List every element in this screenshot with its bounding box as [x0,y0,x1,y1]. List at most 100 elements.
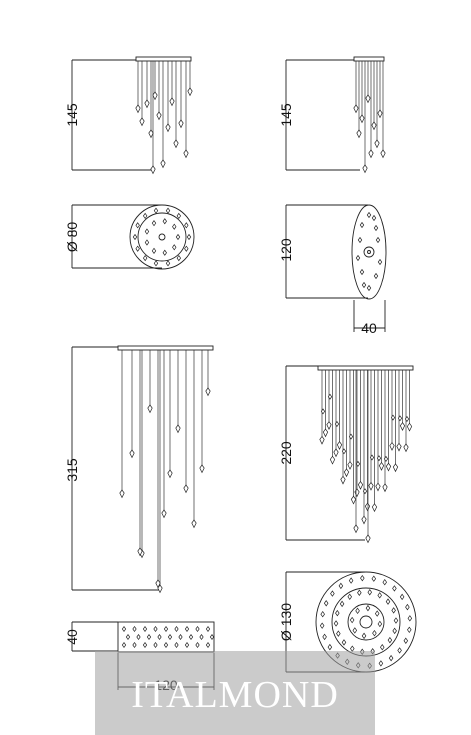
crystal-drop [174,641,179,649]
crystal-drop [157,633,162,641]
crystal-drop [371,575,377,582]
crystal-drop [355,607,360,615]
crystal-drop [153,641,158,649]
crystal-drop [334,420,340,428]
crystal-drop [377,258,383,266]
crystal-drop [326,421,332,430]
crystal-drop [121,625,127,633]
crystal-drop [385,462,392,472]
crystal-drop [330,590,335,597]
crystal-drop [382,578,387,586]
crystal-drop [165,123,171,133]
round-side-height-label: 220 [278,441,294,465]
crystal-drop [199,464,205,474]
small-side-pendants [135,61,193,175]
crystal-drop [199,633,204,641]
inner-ring [137,212,187,262]
crystal-drop [359,268,365,276]
crystal-drop [147,404,153,414]
crystal-drop [365,94,371,104]
crystal-drop [371,121,377,131]
crystal-drop [388,654,394,662]
oval-plan-length-label: 120 [278,238,294,262]
crystal-drop [165,207,171,214]
crystal-drop [144,99,150,109]
crystal-drop [320,610,325,618]
crystal-drop [183,484,189,494]
crystal-drop [178,633,183,641]
crystal-drop [327,643,333,651]
crystal-drop [369,454,375,461]
crystal-drop [195,641,200,649]
crystal-drop [160,159,166,169]
crystal-drop [374,139,380,149]
crystal-drop [146,633,152,641]
crystal-drop [172,244,177,251]
crystal-drop [336,441,343,450]
crystal-drop [176,212,182,220]
crystal-drop [359,221,365,229]
crystal-drop [355,460,361,467]
crystal-drop [371,214,377,222]
middle-ring [331,587,401,657]
crystal-drop [135,104,141,114]
crystal-drop [186,233,192,241]
center-dot [367,250,371,254]
crystal-drop [356,129,362,139]
oval-plan-view: 120 40 [278,204,387,336]
long-plan-crystals [121,625,215,649]
crystal-drop [399,593,405,601]
crystal-drop [191,519,197,529]
crystal-drop [176,254,182,262]
crystal-drop [175,424,181,434]
crystal-drop [205,641,211,649]
oval-plan-crystals [355,211,383,292]
crystal-drop [169,97,175,107]
long-side-height-label: 315 [64,458,80,482]
crystal-drop [327,393,333,400]
crystal-drop [172,223,177,230]
crystal-drop [377,109,383,119]
crystal-drop [380,149,386,159]
crystal-drop [365,604,371,612]
crystal-drop [142,212,148,220]
crystal-drop [367,589,373,596]
crystal-drop [347,593,352,600]
crystal-drop [150,165,156,175]
crystal-drop [387,636,393,644]
small-side-height-label: 145 [64,103,80,127]
crystal-drop [153,207,159,214]
crystal-drop [142,625,148,633]
crystal-drop [341,639,347,646]
crystal-drop [354,488,360,498]
crystal-drop [339,600,345,608]
crystal-drop [366,284,372,292]
crystal-drop [348,433,354,440]
crystal-drop [209,633,215,641]
crystal-drop [178,119,184,129]
crystal-drop [205,387,211,397]
crystal-drop [184,625,190,633]
crystal-drop [377,592,382,599]
crystal-drop [184,245,189,252]
crystal-drop [347,461,353,470]
crystal-drop [397,647,402,654]
crystal-drop [362,164,368,174]
crystal-drop [137,547,143,557]
crystal-drop [340,475,346,485]
crystal-drop [142,641,148,649]
crystal-drop [399,422,406,431]
crystal-drop [167,633,173,641]
crystal-drop [135,245,140,252]
crystal-drop [119,489,125,499]
crystal-drop [139,117,145,127]
crystal-drop [382,483,388,493]
crystal-drop [373,224,379,232]
crystal-drop [323,600,329,607]
crystal-drop [392,627,397,635]
crystal-drop [357,480,364,490]
crystal-drop [373,272,379,280]
oval-side-view: 145 [278,56,386,174]
crystal-drop [380,644,385,651]
